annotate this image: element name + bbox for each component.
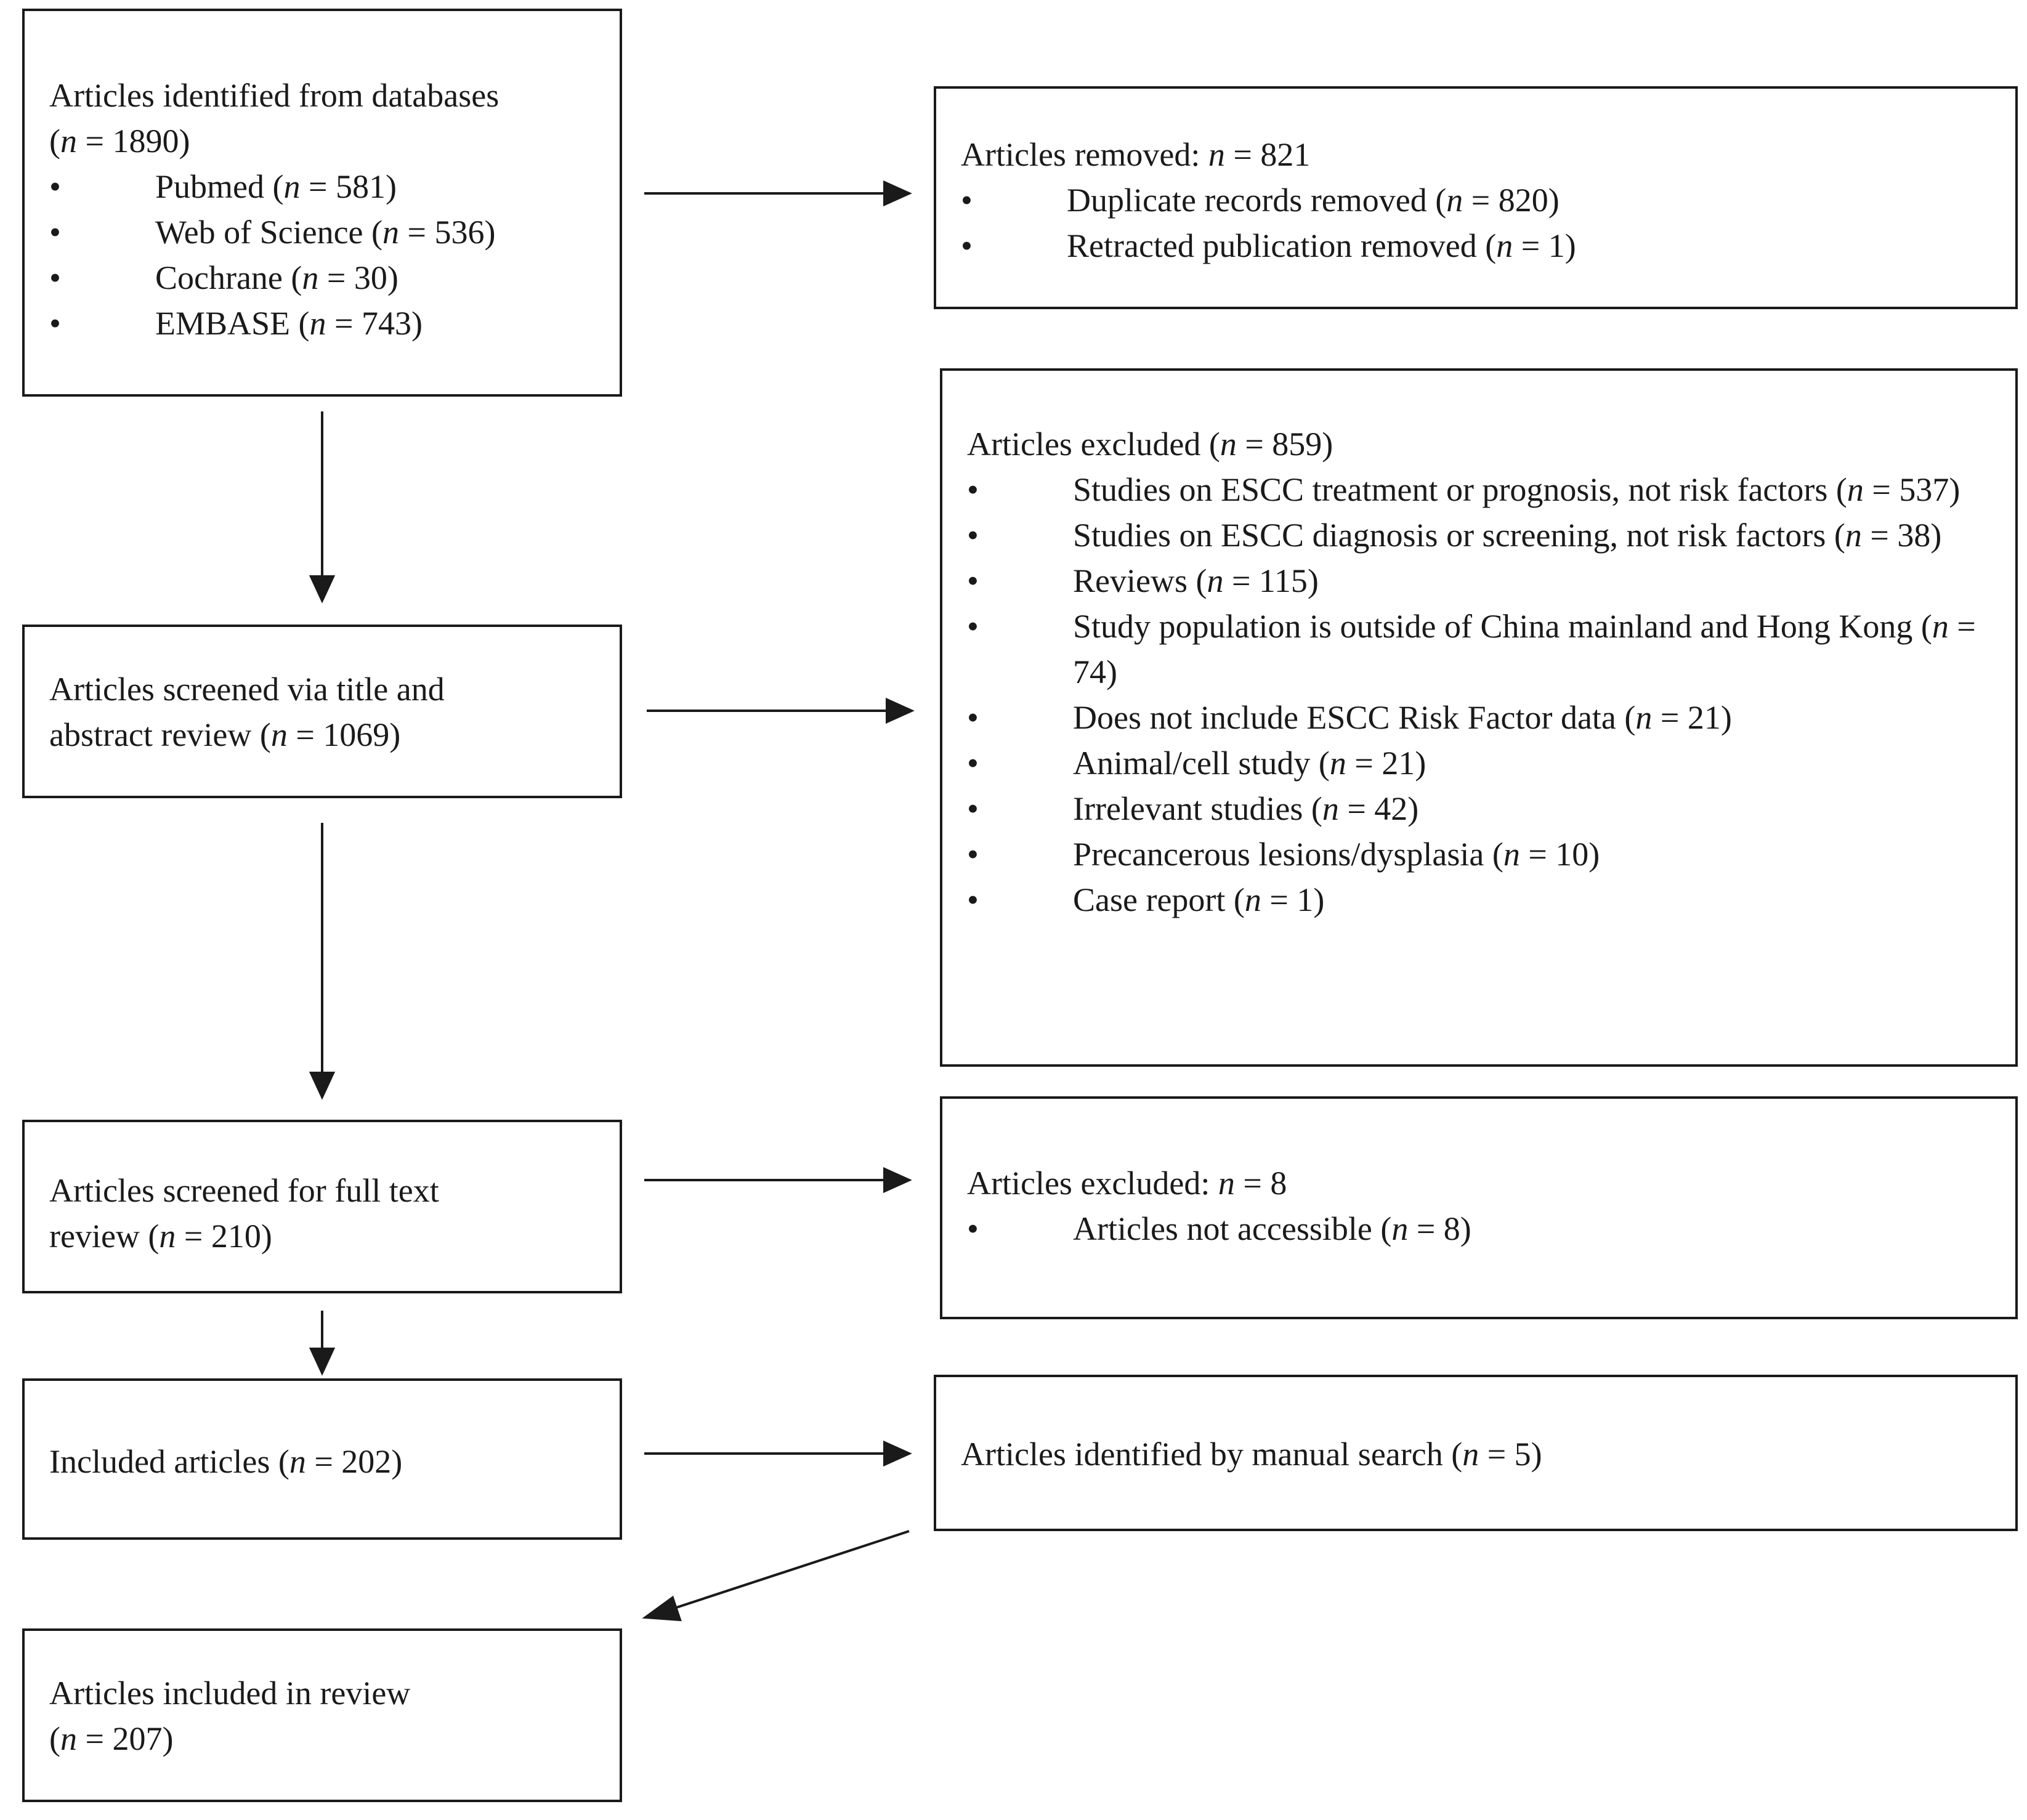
- box-excluded-fulltext: Articles excluded: n = 8 Articles not ac…: [940, 1096, 2018, 1319]
- excluded-title-heading: Articles excluded (n = 859): [967, 426, 1333, 463]
- arrowhead-right-1: [883, 180, 912, 207]
- box-screened-title: Articles screened via title and abstract…: [22, 625, 622, 798]
- excluded-fulltext-item: Articles not accessible (n = 8): [967, 1206, 2015, 1252]
- excluded-fulltext-list: Articles not accessible (n = 8): [967, 1206, 2015, 1252]
- excluded-title-item: Study population is outside of China mai…: [967, 604, 1977, 695]
- identified-list: Pubmed (n = 581) Web of Science (n = 536…: [49, 164, 620, 346]
- final-line2: (n = 207): [49, 1720, 174, 1757]
- excluded-fulltext-heading: Articles excluded: n = 8: [967, 1165, 1287, 1202]
- box-included: Included articles (n = 202): [22, 1378, 622, 1540]
- identified-heading: Articles identified from databases: [49, 77, 500, 114]
- identified-item: Cochrane (n = 30): [49, 255, 620, 301]
- excluded-title-item: Irrelevant studies (n = 42): [967, 786, 1977, 831]
- arrowhead-right-2: [886, 697, 915, 724]
- excluded-title-item: Reviews (n = 115): [967, 558, 1977, 604]
- identified-item: Pubmed (n = 581): [49, 164, 620, 209]
- excluded-title-item: Studies on ESCC diagnosis or screening, …: [967, 512, 1977, 558]
- arrowhead-diagonal: [642, 1595, 682, 1622]
- identified-count: (n = 1890): [49, 123, 190, 160]
- removed-item: Duplicate records removed (n = 820): [961, 177, 2015, 223]
- arrowhead-down-2: [309, 1072, 336, 1100]
- removed-item: Retracted publication removed (n = 1): [961, 223, 2015, 269]
- arrowhead-right-3: [883, 1167, 912, 1194]
- box-fulltext: Articles screened for full text review (…: [22, 1120, 622, 1293]
- removed-heading: Articles removed: n = 821: [961, 136, 1311, 173]
- box-final: Articles included in review (n = 207): [22, 1628, 622, 1802]
- box-identified: Articles identified from databases (n = …: [22, 9, 622, 397]
- excluded-title-item: Case report (n = 1): [967, 877, 1977, 923]
- manual-line1: Articles identified by manual search (n …: [961, 1436, 1542, 1473]
- excluded-title-list: Studies on ESCC treatment or prognosis, …: [967, 467, 1977, 923]
- arrowhead-down-1: [309, 575, 336, 604]
- screened-title-line2: abstract review (n = 1069): [49, 716, 401, 753]
- box-removed: Articles removed: n = 821 Duplicate reco…: [934, 86, 2018, 309]
- box-manual: Articles identified by manual search (n …: [934, 1375, 2018, 1531]
- excluded-title-item: Studies on ESCC treatment or prognosis, …: [967, 467, 1977, 512]
- removed-list: Duplicate records removed (n = 820) Retr…: [961, 177, 2015, 269]
- identified-item: Web of Science (n = 536): [49, 209, 620, 255]
- excluded-title-item: Precancerous lesions/dysplasia (n = 10): [967, 831, 1977, 877]
- arrowhead-down-3: [309, 1348, 336, 1376]
- fulltext-line2: review (n = 210): [49, 1218, 272, 1255]
- excluded-title-item: Does not include ESCC Risk Factor data (…: [967, 695, 1977, 740]
- screened-title-line1: Articles screened via title and: [49, 671, 445, 708]
- identified-item: EMBASE (n = 743): [49, 301, 620, 346]
- arrowhead-right-4: [883, 1440, 912, 1467]
- final-line1: Articles included in review: [49, 1675, 411, 1712]
- included-line1: Included articles (n = 202): [49, 1443, 403, 1480]
- fulltext-line1: Articles screened for full text: [49, 1172, 439, 1209]
- arrow-diagonal: [668, 1530, 910, 1611]
- excluded-title-item: Animal/cell study (n = 21): [967, 740, 1977, 786]
- box-excluded-title: Articles excluded (n = 859) Studies on E…: [940, 368, 2018, 1067]
